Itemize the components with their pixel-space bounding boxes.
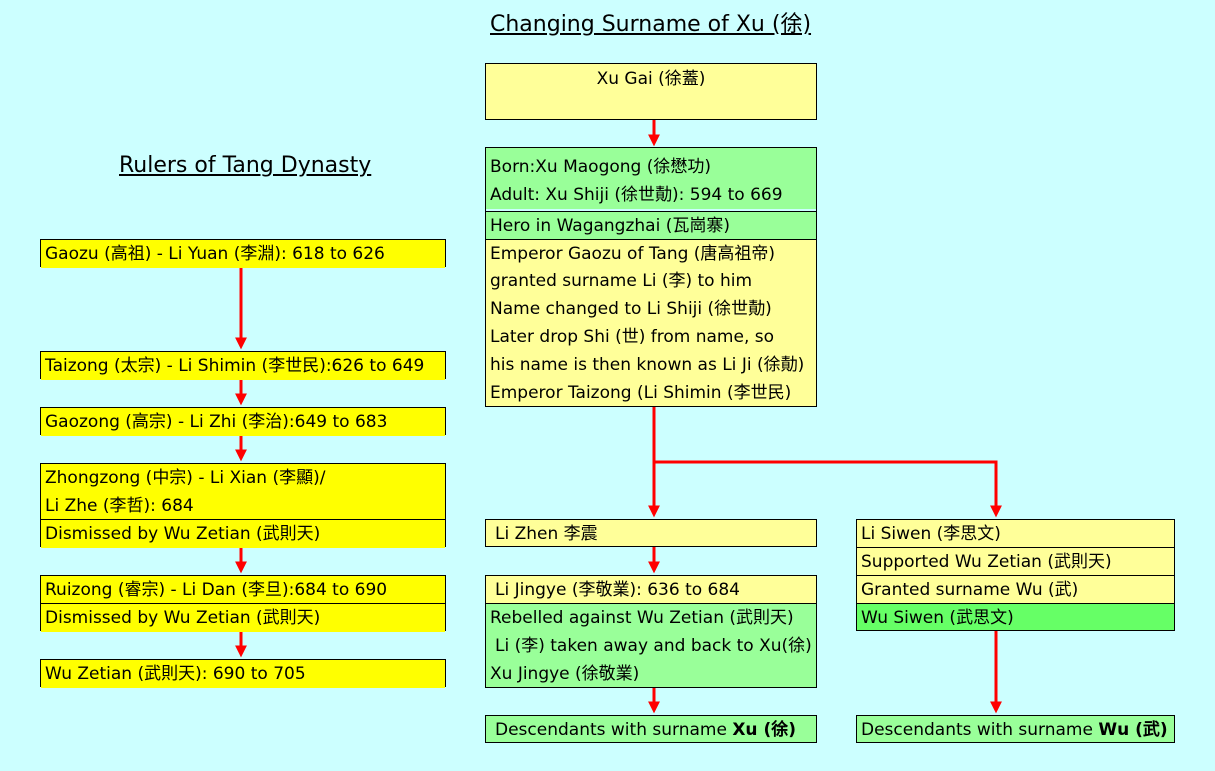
li-siwen-name: Li Siwen (李思文)	[857, 520, 1174, 548]
ruler-gaozu-box: Gaozu (高祖) - Li Yuan (李淵): 618 to 626	[40, 239, 446, 268]
li-jingye-rebelled: Rebelled against Wu Zetian (武則天)	[486, 603, 816, 632]
li-zhen-label: Li Zhen 李震	[486, 520, 816, 546]
xu-shiji-adult: Adult: Xu Shiji (徐世勣): 594 to 669	[486, 181, 816, 209]
ruler-gaozu: Gaozu (高祖) - Li Yuan (李淵): 618 to 626	[41, 240, 445, 268]
xu-shiji-born: Born:Xu Maogong (徐懋功)	[486, 153, 816, 181]
ruler-ruizong-box: Ruizong (睿宗) - Li Dan (李旦):684 to 690 Di…	[40, 575, 446, 632]
descendants-xu: Descendants with surname Xu (徐)	[486, 716, 816, 742]
rulers-title: Rulers of Tang Dynasty	[119, 153, 372, 178]
ruler-zhongzong-line1: Zhongzong (中宗) - Li Xian (李顯)/	[41, 464, 445, 492]
main-title: Changing Surname of Xu (徐)	[490, 12, 812, 37]
ruler-wuzetian: Wu Zetian (武則天): 690 to 705	[41, 660, 445, 688]
ruler-zhongzong-box: Zhongzong (中宗) - Li Xian (李顯)/ Li Zhe (李…	[40, 463, 446, 548]
arrow-branch-lisiwen	[654, 460, 1002, 518]
ruler-taizong: Taizong (太宗) - Li Shimin (李世民):626 to 64…	[41, 352, 445, 380]
descendants-xu-box: Descendants with surname Xu (徐)	[485, 715, 817, 743]
ruler-ruizong: Ruizong (睿宗) - Li Dan (李旦):684 to 690	[41, 576, 445, 604]
xu-shiji-box: Born:Xu Maogong (徐懋功) Adult: Xu Shiji (徐…	[485, 147, 817, 407]
li-siwen-wu-siwen: Wu Siwen (武思文)	[857, 603, 1174, 630]
xu-shiji-line5: his name is then known as Li Ji (徐勣)	[486, 351, 816, 379]
xu-shiji-line4: Later drop Shi (世) from name, so	[486, 323, 816, 351]
descendants-xu-surname: Xu (徐)	[732, 720, 796, 740]
li-siwen-granted: Granted surname Wu (武)	[857, 575, 1174, 604]
ruler-ruizong-dismissed: Dismissed by Wu Zetian (武則天)	[41, 603, 445, 632]
li-siwen-box: Li Siwen (李思文) Supported Wu Zetian (武則天)…	[856, 519, 1175, 631]
xu-shiji-hero: Hero in Wagangzhai (瓦崗寨)	[486, 211, 816, 239]
li-jingye-xu-jingye: Xu Jingye (徐敬業)	[486, 660, 816, 687]
descendants-wu-box: Descendants with surname Wu (武)	[856, 715, 1175, 743]
xu-shiji-line2: granted surname Li (李) to him	[486, 267, 816, 295]
xu-gai-box: Xu Gai (徐蓋)	[485, 63, 817, 120]
li-jingye-taken: Li (李) taken away and back to Xu(徐)	[486, 632, 816, 660]
ruler-zhongzong-dismissed: Dismissed by Wu Zetian (武則天)	[41, 519, 445, 548]
xu-shiji-line3: Name changed to Li Shiji (徐世勣)	[486, 295, 816, 323]
li-zhen-box: Li Zhen 李震	[485, 519, 817, 547]
li-jingye-box: Li Jingye (李敬業): 636 to 684 Rebelled aga…	[485, 575, 817, 688]
descendants-wu-prefix: Descendants with surname	[861, 720, 1099, 740]
ruler-gaozong-box: Gaozong (高宗) - Li Zhi (李治):649 to 683	[40, 407, 446, 436]
descendants-xu-prefix: Descendants with surname	[495, 720, 733, 740]
descendants-wu: Descendants with surname Wu (武)	[857, 716, 1174, 742]
xu-shiji-line6: Emperor Taizong (Li Shimin (李世民)	[486, 379, 816, 406]
li-siwen-supported: Supported Wu Zetian (武則天)	[857, 547, 1174, 576]
xu-shiji-top-fill	[486, 148, 816, 153]
li-jingye-name: Li Jingye (李敬業): 636 to 684	[486, 576, 816, 604]
xu-gai-label: Xu Gai (徐蓋)	[596, 69, 706, 89]
ruler-gaozong: Gaozong (高宗) - Li Zhi (李治):649 to 683	[41, 408, 445, 436]
ruler-wuzetian-box: Wu Zetian (武則天): 690 to 705	[40, 659, 446, 688]
descendants-wu-surname: Wu (武)	[1098, 720, 1168, 740]
ruler-zhongzong-line2: Li Zhe (李哲): 684	[41, 492, 445, 520]
xu-shiji-line1: Emperor Gaozu of Tang (唐高祖帝)	[486, 239, 816, 267]
ruler-taizong-box: Taizong (太宗) - Li Shimin (李世民):626 to 64…	[40, 351, 446, 380]
